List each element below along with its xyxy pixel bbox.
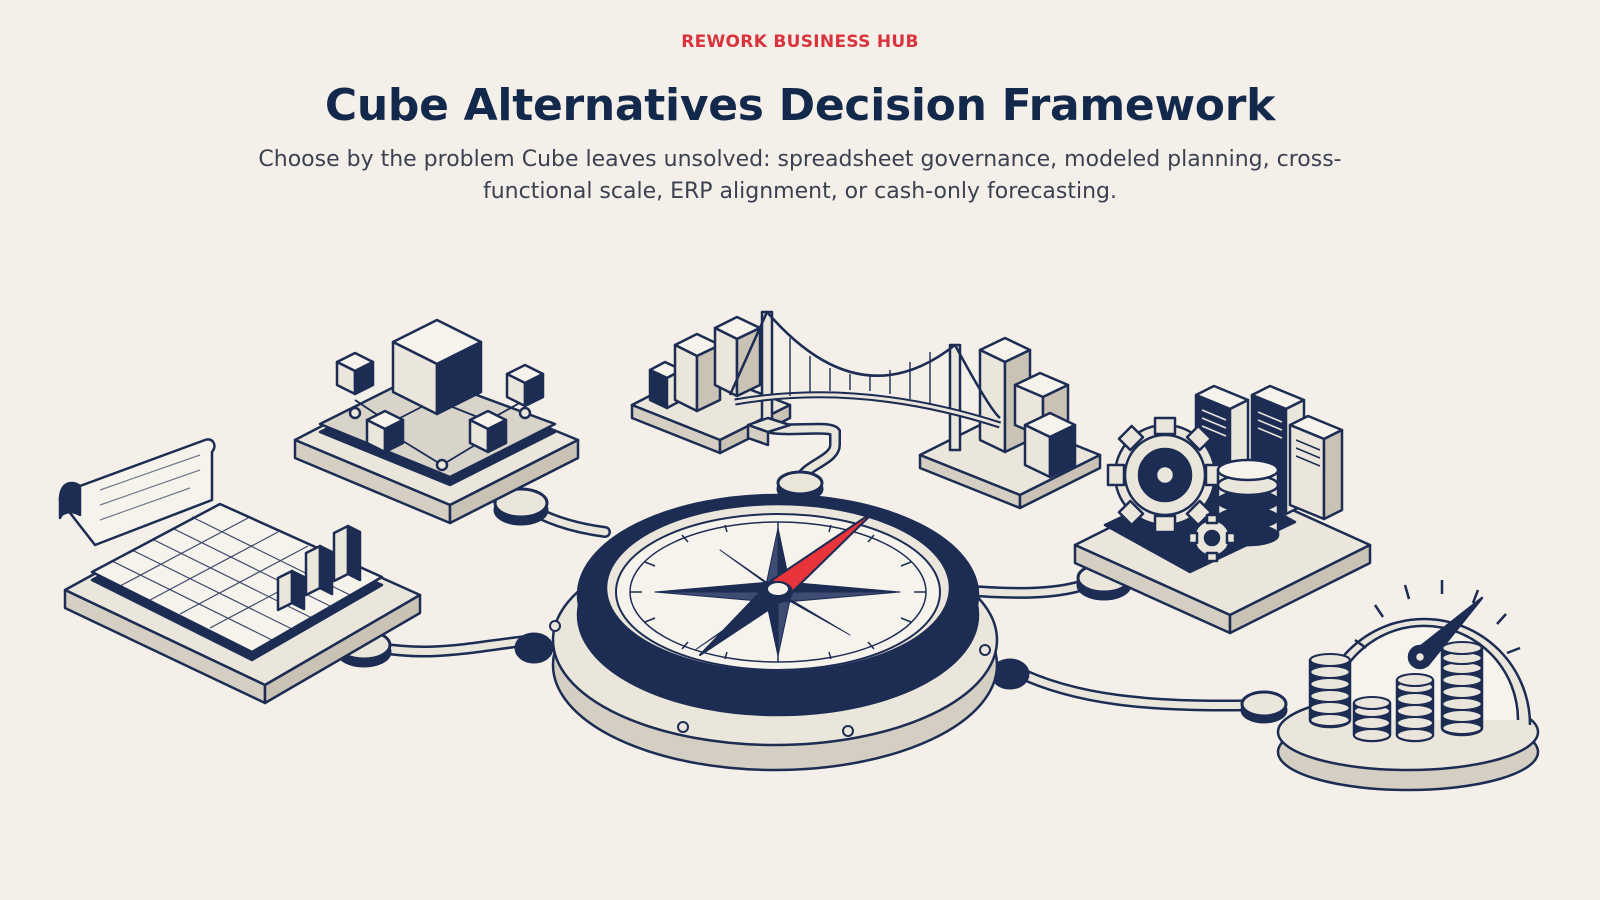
small-gear	[1187, 513, 1237, 563]
connector-node-upper-left	[493, 487, 549, 526]
brand-label: REWORK BUSINESS HUB	[681, 32, 919, 52]
compass-rose	[654, 527, 901, 657]
page-subtitle: Choose by the problem Cube leaves unsolv…	[258, 147, 1342, 204]
compass-icon	[549, 493, 999, 772]
connector-paths	[359, 422, 1271, 712]
coin-stack-3	[1395, 672, 1435, 743]
bar-mini-chart	[276, 524, 362, 612]
gauge-coins-icon	[1276, 580, 1540, 792]
gears-database-icon	[1073, 384, 1372, 635]
coin-stack-1	[1308, 652, 1352, 729]
spreadsheet-chart-icon	[58, 438, 422, 705]
bridge-icon	[630, 310, 1102, 510]
connector-node-hub-left	[514, 632, 554, 664]
cube-network-icon	[293, 318, 580, 525]
connector-node-lower-right	[1240, 690, 1288, 724]
database-stack	[1216, 458, 1280, 547]
coin-stack-2	[1352, 695, 1392, 743]
coin-stack-4	[1440, 640, 1484, 737]
large-gear	[1106, 416, 1224, 534]
page-title: Cube Alternatives Decision Framework	[324, 80, 1276, 131]
